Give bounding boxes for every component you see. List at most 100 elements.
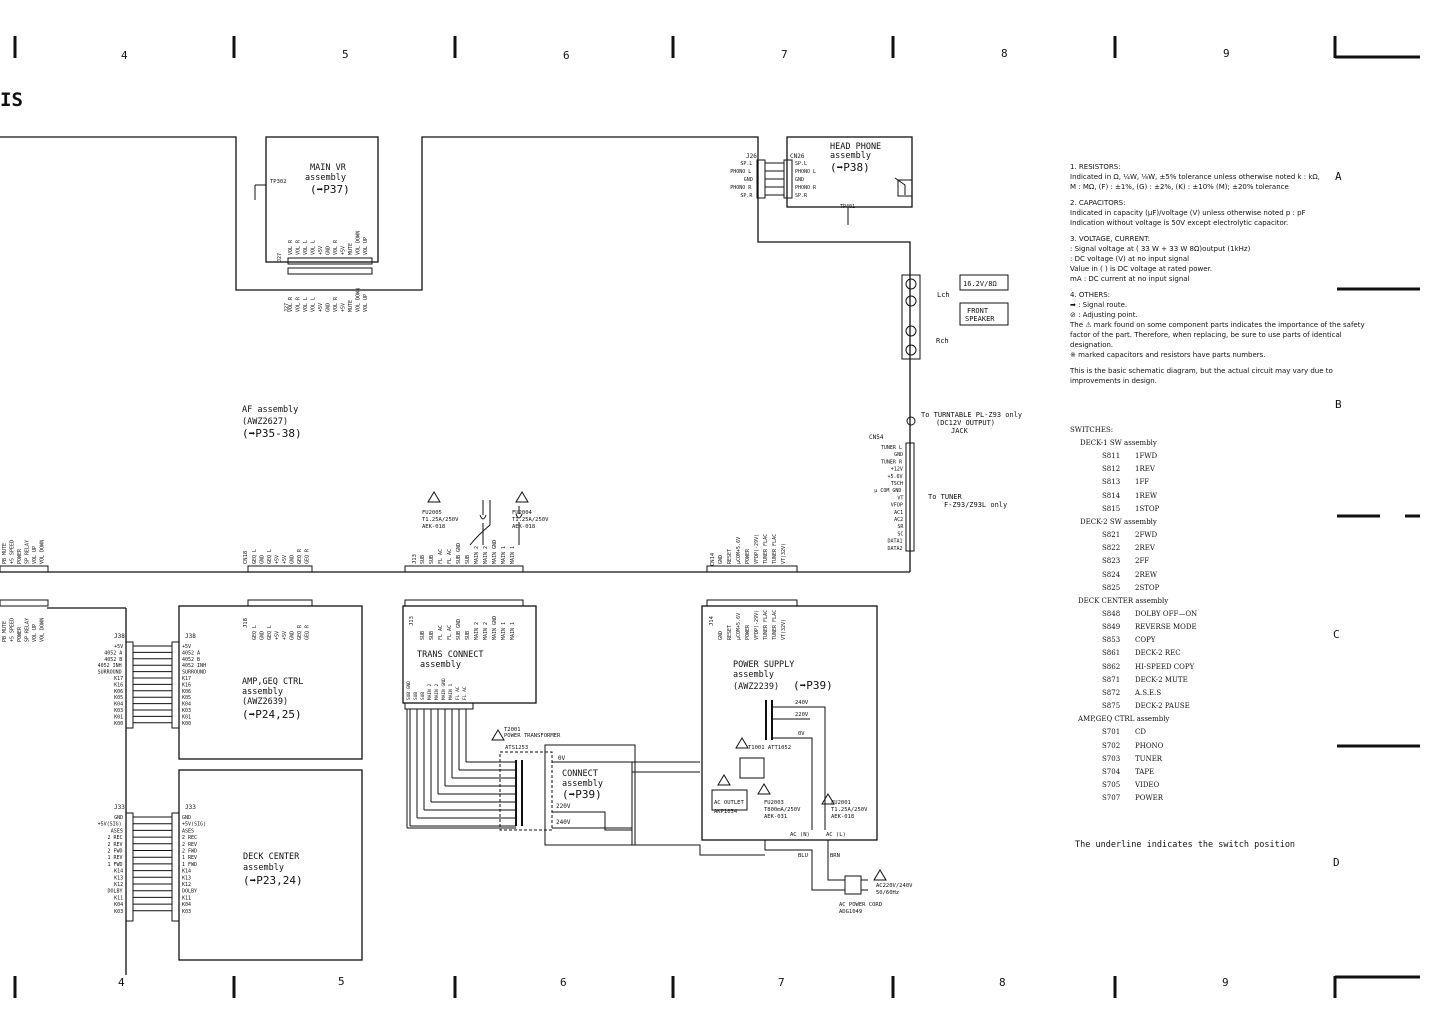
j13-lower-pin-label: SUB — [420, 631, 426, 640]
j18-pin-label: GEQ L — [252, 625, 258, 640]
amp-geq-name: AMP,GEQ CTRL — [242, 677, 303, 687]
rch-label: Rch — [936, 337, 949, 345]
cn54-connector: CN54 To TUNER F-Z93/Z93L only — [869, 434, 1007, 552]
j13-lower-pin-label: SUB GND — [456, 619, 462, 640]
ac-cord-label: AC POWER CORD — [839, 902, 882, 908]
j13-lower-pin-label: SUB — [465, 631, 471, 640]
switch-group-title: DECK-1 SW assembly — [1080, 439, 1157, 447]
main-vr-pin-label: VOL UP — [363, 237, 369, 255]
head-phone-cn26: CN26 — [790, 153, 805, 160]
connect-tap-0v: 0V — [558, 755, 566, 762]
j33-pin-right: K14 — [182, 869, 191, 875]
j18-pin-label: +5V — [275, 631, 281, 640]
cn14-pin-label: POWER — [745, 548, 751, 564]
switch-function: 1REV — [1135, 465, 1155, 474]
notes-panel: 1. RESISTORS: Indicated in Ω, ¼W, ⅛W, ±5… — [1070, 162, 1370, 386]
cn18-pin-label: GEQ L — [252, 549, 258, 564]
j13-lower-pin-label: MAIN 2 — [474, 622, 480, 640]
main-vr-pin-label: VOL DOWN — [356, 231, 362, 255]
main-vr-pin-label-lower: VOL R — [296, 296, 302, 312]
main-vr-j27: J27 — [277, 253, 283, 262]
head-phone-pin-right: GND — [795, 177, 804, 183]
main-vr-pin-label: VOL R — [288, 239, 294, 255]
tc-lower-pin-label: FL AC — [455, 686, 461, 700]
j38-pin-left: K04 — [114, 702, 123, 708]
j33-pin-right: +5V(SIG) — [182, 822, 206, 828]
head-phone-pin-right: SP.L — [795, 161, 807, 167]
cn18-pin-label: GEQ R — [305, 548, 311, 564]
tc-lower-pin-label: MAIN GND — [441, 678, 447, 700]
j38-pin-right: K03 — [182, 708, 191, 714]
j33-pin-left: 2 REV — [108, 842, 123, 848]
others-title: 4. OTHERS: — [1070, 291, 1111, 299]
trans-connect-name: TRANS CONNECT — [417, 650, 484, 660]
trans-connect-assembly: TRANS CONNECT assembly — [402, 605, 537, 710]
main-vr-name: MAIN VR — [310, 163, 347, 173]
j14-pin-label: μCOM+5.6V — [736, 613, 742, 640]
fu2005-rating: T1.25A/250V — [422, 517, 459, 523]
t1001-label: T1001 ATT1052 — [748, 745, 791, 751]
row-label-a: A — [1335, 170, 1342, 183]
switch-function: HI-SPEED COPY — [1135, 662, 1195, 671]
j33-pin-left: K03 — [114, 909, 123, 915]
switch-function: A.S.E.S — [1135, 689, 1162, 697]
j38-pin-left: 4052 INH — [98, 663, 122, 669]
tc-lower-pin-label: SUB — [413, 692, 419, 700]
head-phone-j26: J26 — [746, 153, 757, 160]
j13-lower-pin-label: FL AC — [447, 625, 453, 640]
head-phone-assembly: HEAD PHONE assembly (➡P38) CN26 J26 TP40… — [746, 136, 913, 225]
deck-center-assembly: DECK CENTER assembly (➡P23,24) J33 J33 — [114, 769, 363, 961]
cn14-label: CN14 — [710, 552, 716, 566]
cn18-pin-label: +5V — [275, 555, 281, 564]
j13-pin-label: MAIN 2 — [483, 546, 489, 564]
switch-code: S861 — [1102, 649, 1121, 658]
voltage-line1: : Signal voltage at ( 33 W + 33 W 8Ω)out… — [1070, 245, 1251, 253]
j13-pin-label: MAIN 1 — [510, 546, 516, 564]
switch-code: S872 — [1102, 689, 1121, 697]
main-vr-pin-label: GND — [326, 246, 332, 255]
ps-tap-220v: 220V — [795, 712, 809, 718]
fu2004-label: FU2004 — [512, 510, 533, 516]
head-phone-pin-right: SP.R — [795, 193, 808, 199]
row-label-b: B — [1335, 398, 1342, 411]
main-vr-pin-label: +5V — [341, 246, 347, 255]
j38-pin-right: +5V — [182, 644, 191, 650]
switch-code: S821 — [1102, 530, 1121, 539]
turntable-line2: (DC12V OUTPUT) — [936, 419, 995, 427]
amp-geq-assembly: AMP,GEQ CTRL assembly (AWZ2639) (➡P24,25… — [114, 605, 363, 760]
head-phone-pin-right: PHONO R — [795, 185, 817, 191]
connect-tap-220v: 220V — [556, 803, 571, 810]
j13-lower-pin-label: FL AC — [438, 625, 444, 640]
j38-pin-left: K06 — [114, 689, 123, 695]
power-supply-sub: assembly — [733, 670, 774, 680]
af-ref: (➡P35-38) — [242, 427, 302, 440]
cn14-pin-label: VFDP(-29V) — [754, 534, 760, 564]
cn18-pin-label: +5V — [282, 555, 288, 564]
switch-code: S824 — [1102, 570, 1121, 579]
left-bus-pin-label-lower: PB MUTE — [2, 621, 8, 642]
brn-label: BRN — [830, 853, 840, 859]
j33-pin-right: K11 — [182, 895, 191, 901]
switch-footnote: The underline indicates the switch posit… — [1075, 840, 1296, 850]
switch-code: S702 — [1102, 741, 1121, 750]
j13-pin-label: SUB — [429, 555, 435, 564]
resistors-line2: M : MΩ, (F) : ±1%, (G) : ±2%, (K) : ±10%… — [1070, 183, 1289, 191]
power-supply-assembly: POWER SUPPLY assembly (AWZ2239) (➡P39) 2… — [631, 605, 913, 915]
cn54-pin-label: μ COM GND — [874, 488, 901, 494]
j33-pin-right: DOLBY — [182, 889, 197, 895]
deck-center-sub: assembly — [243, 863, 284, 873]
j14-pin-label: VT(32V) — [781, 619, 787, 640]
j13-lower-pin-label: MAIN 1 — [510, 622, 516, 640]
turntable-line1: To TURNTABLE PL-Z93 only — [921, 411, 1022, 419]
j38-pin-left: K05 — [114, 695, 123, 701]
